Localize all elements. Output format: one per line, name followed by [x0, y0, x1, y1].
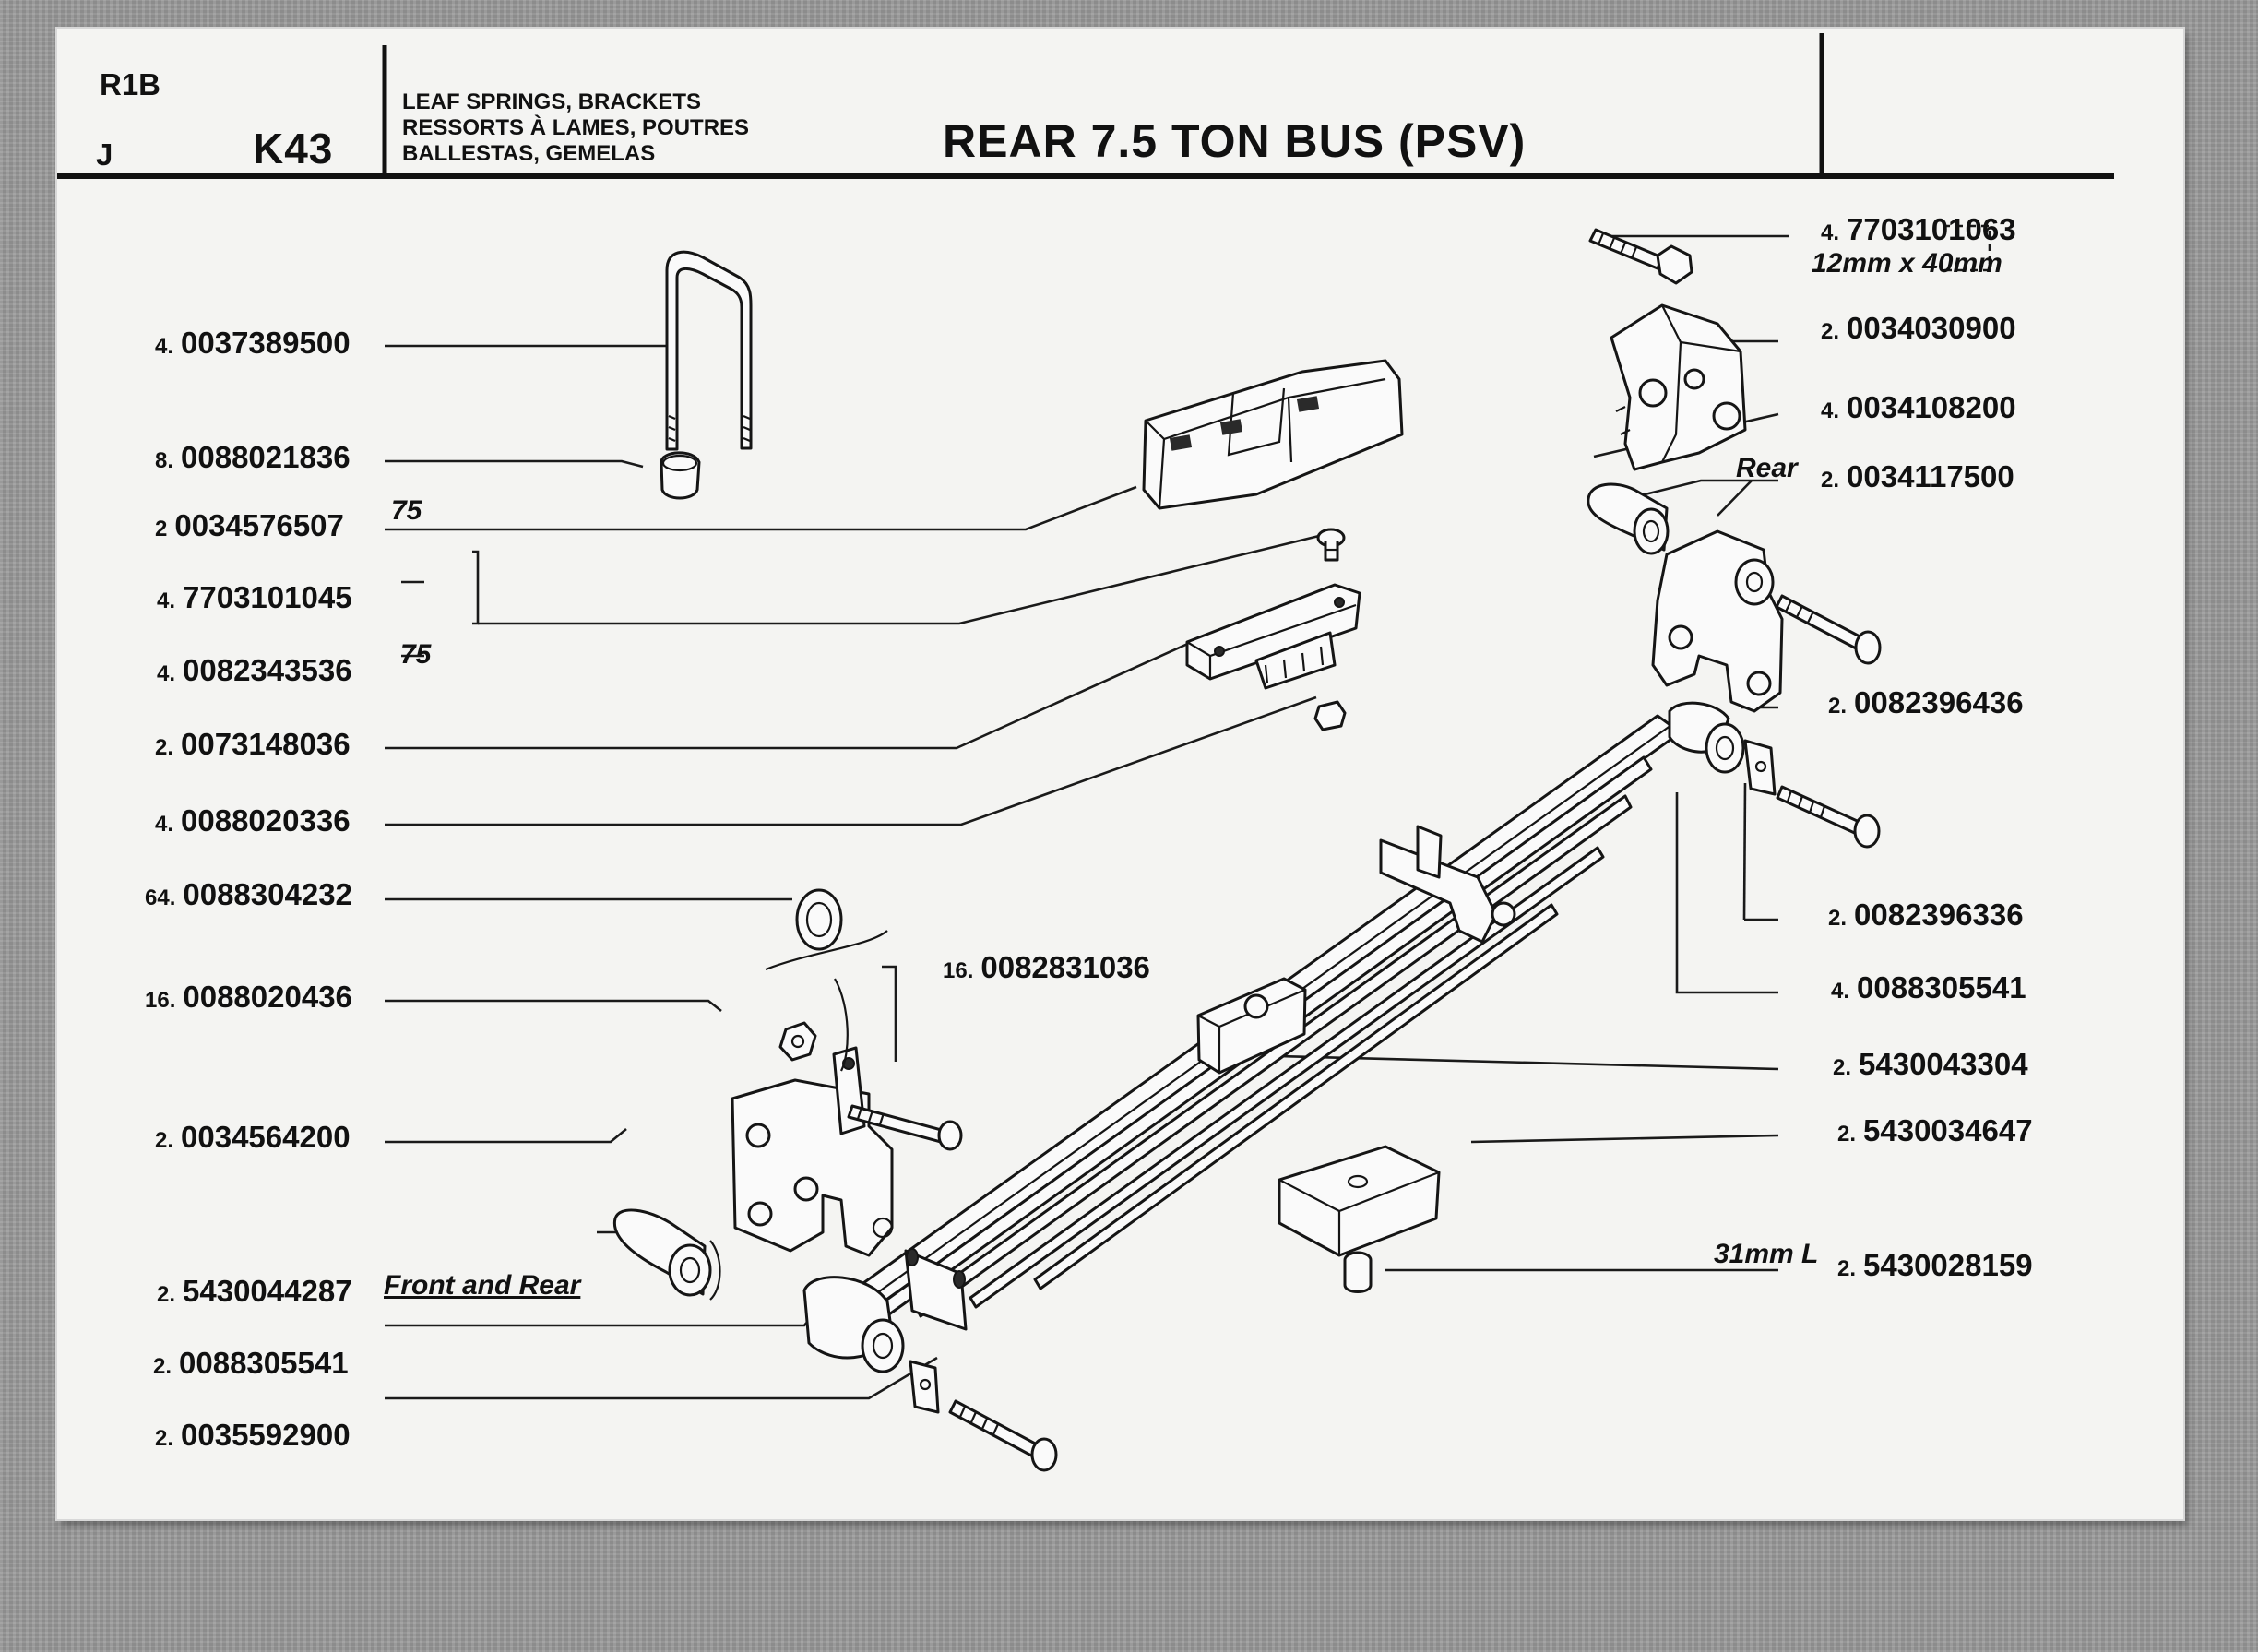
part-label: 2.0082396436 [1828, 685, 2024, 719]
exploded-diagram [57, 33, 2114, 1472]
bolt-icon [1316, 528, 1346, 562]
part-label: 4.0088020336 [155, 803, 351, 838]
hanger-bracket-icon [731, 1046, 894, 1257]
bolt-icon [1588, 228, 1694, 285]
part-label: 4.7703101045 [157, 580, 352, 614]
part-label: 4.0034108200 [1821, 390, 2016, 424]
nut-icon [1313, 700, 1347, 731]
bush-icon [1587, 482, 1670, 555]
rubber-pad-icon [1142, 359, 1404, 510]
washer-icon [765, 888, 888, 1072]
part-label: 16.0088020436 [145, 980, 352, 1014]
part-label: 4.0088305541 [1831, 970, 2026, 1004]
part-label: 2.5430043304 [1833, 1047, 2028, 1081]
centre-bolt-icon [1196, 825, 1516, 1075]
part-label: 16.0082831036 [943, 950, 1150, 984]
part-label: 2.0034030900 [1821, 311, 2016, 345]
bolt-icon [1775, 594, 1882, 665]
header-rules [57, 33, 2114, 179]
part-label: 4.7703101063 [1821, 212, 2016, 246]
bolt-icon [1776, 785, 1881, 849]
description-line: RESSORTS À LAMES, POUTRES [402, 115, 750, 140]
description-line: LEAF SPRINGS, BRACKETS [402, 89, 702, 114]
nut-icon [778, 1021, 817, 1062]
page-title: REAR 7.5 TON BUS (PSV) [943, 115, 1527, 167]
bolt-icon [948, 1399, 1058, 1472]
section-letter: J [96, 137, 113, 172]
part-label: 64.0088304232 [145, 877, 352, 911]
part-label: 2.0073148036 [155, 727, 351, 761]
description-line: BALLESTAS, GEMELAS [402, 141, 656, 166]
part-note: 12mm x 40mm [1812, 248, 2002, 279]
part-label: 2.0035592900 [155, 1418, 351, 1452]
part-label: 2.5430044287 [157, 1274, 352, 1308]
part-label: 4.0037389500 [155, 326, 351, 360]
spring-front-eye [802, 1248, 968, 1414]
part-label: 8.0088021836 [155, 440, 351, 474]
part-label: 2.5430034647 [1837, 1113, 2033, 1147]
plate-number: K43 [253, 125, 334, 172]
part-note: 75 [391, 495, 422, 526]
bolt-icon [847, 1104, 963, 1151]
bush-icon [612, 1208, 721, 1301]
part-note: Front and Rear [384, 1270, 581, 1301]
part-note: 75 [400, 639, 432, 670]
packing-block-icon [1278, 1145, 1441, 1257]
part-label: 2.0082396336 [1828, 897, 2024, 932]
nut-icon [660, 451, 701, 500]
shackle-icon [1651, 529, 1784, 713]
part-label: 2.0034117500 [1821, 459, 2014, 493]
part-label: 2.5430028159 [1837, 1248, 2033, 1282]
section-description: LEAF SPRINGS, BRACKETS RESSORTS À LAMES,… [402, 89, 749, 167]
spring-rear-eye [1668, 701, 1777, 796]
pin-icon [1343, 1251, 1373, 1293]
part-label: 4.0082343536 [157, 653, 352, 687]
part-note: Rear [1736, 453, 1798, 483]
hanger-bracket-icon [1610, 303, 1747, 471]
part-label: 2.0034564200 [155, 1120, 351, 1154]
spacer-plate-icon [1185, 583, 1361, 690]
part-label: 2.0088305541 [153, 1346, 349, 1380]
u-bolt-icon [665, 250, 753, 451]
catalogue-sheet: R1B J K43 LEAF SPRINGS, BRACKETS RESSORT… [57, 29, 2183, 1519]
part-note: 31mm L [1714, 1239, 1819, 1269]
model-code: R1B [100, 67, 161, 101]
